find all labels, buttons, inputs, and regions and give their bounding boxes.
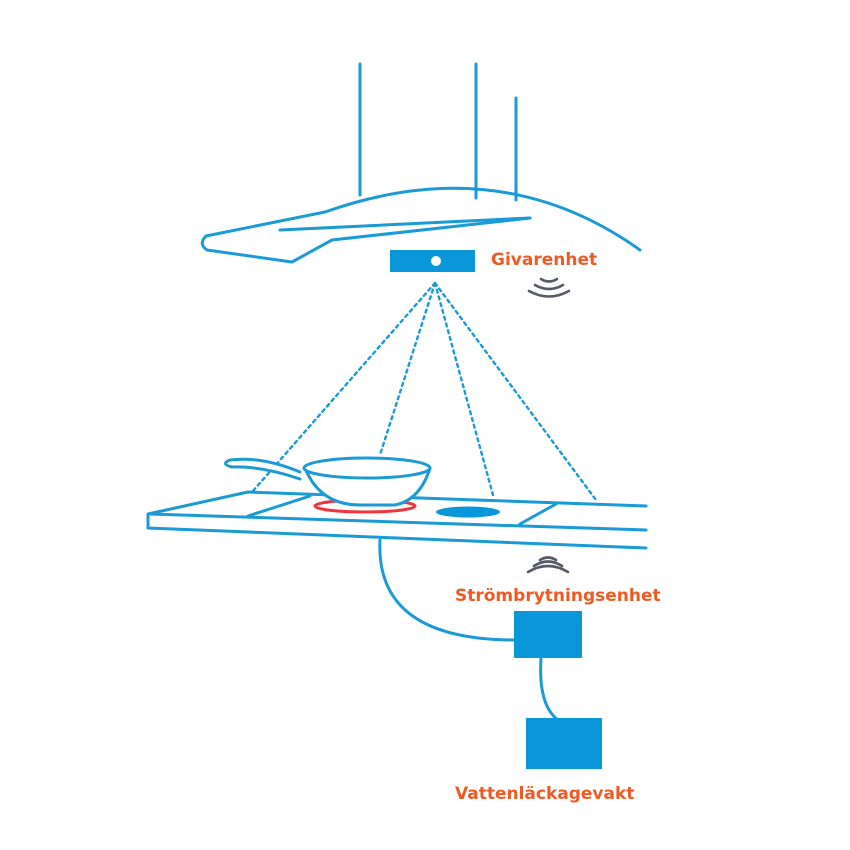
power-cable <box>378 538 517 642</box>
pan <box>224 456 432 507</box>
switch-unit-box <box>514 611 582 658</box>
cool-burner <box>436 506 500 518</box>
leak-label: Vattenläckagevakt <box>455 784 634 804</box>
wifi-signal-icon <box>527 277 571 298</box>
range-hood <box>200 62 642 264</box>
leak-sensor-box <box>526 718 602 769</box>
pan-rim <box>302 456 432 480</box>
switch-label: Strömbrytningsenhet <box>455 586 661 606</box>
wifi-signal-icon <box>526 556 570 574</box>
pan-handle <box>224 457 302 481</box>
hood-underside <box>278 216 532 232</box>
leak-cable <box>539 656 560 722</box>
sensor-label: Givarenhet <box>491 250 597 270</box>
sensor-unit <box>390 250 475 272</box>
sensor-lens <box>431 256 441 266</box>
cooktop-outline <box>246 494 558 526</box>
hood-canopy <box>200 186 642 264</box>
countertop-front <box>148 512 648 532</box>
sensor-beams <box>251 281 598 502</box>
